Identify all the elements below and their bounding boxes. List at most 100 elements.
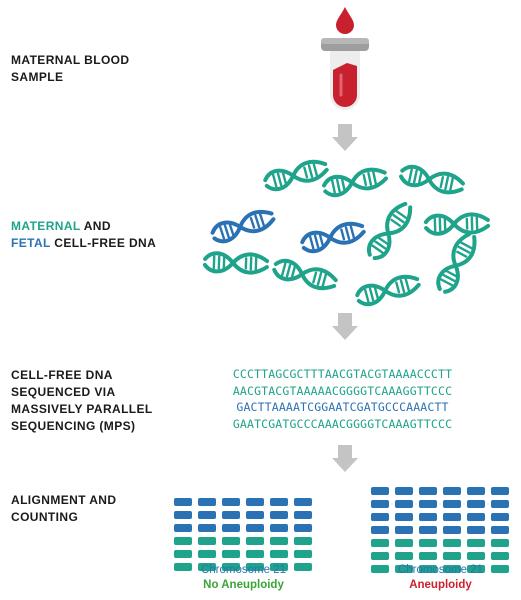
- read-block: [294, 550, 312, 558]
- read-block: [246, 537, 264, 545]
- read-block: [294, 537, 312, 545]
- read-block: [467, 565, 485, 573]
- sequence-line: GAATCGATGCCCAAACGGGGTCAAAGTTCCC: [232, 416, 453, 431]
- read-block: [246, 550, 264, 558]
- label-and: AND: [80, 219, 111, 233]
- sequence-line: GACTTAAAATCGGAATCGATGCCCAAACTT: [236, 400, 449, 415]
- label-cell-free-dna: MATERNAL AND FETAL CELL-FREE DNA: [11, 218, 156, 252]
- sequence-line: CCCTTAGCGCTTTAACGTACGTAAAACCCTT: [232, 367, 453, 381]
- read-block: [371, 539, 389, 547]
- sequence-block: CCCTTAGCGCTTTAACGTACGTAAAACCCTT AACGTACG…: [170, 366, 515, 432]
- read-block: [222, 524, 240, 532]
- label-line: MATERNAL AND: [11, 218, 156, 235]
- read-block: [419, 487, 437, 495]
- dna-helix-icon: [320, 164, 390, 200]
- read-block: [419, 565, 437, 573]
- read-block: [371, 552, 389, 560]
- dna-helix-icon: [261, 156, 331, 194]
- read-block: [246, 524, 264, 532]
- label-maternal-blood-sample: MATERNAL BLOOD SAMPLE: [11, 52, 129, 86]
- read-block: [270, 563, 288, 571]
- read-block: [246, 563, 264, 571]
- down-arrow-icon: [332, 124, 358, 151]
- read-block: [395, 539, 413, 547]
- label-line: SEQUENCING (MPS): [11, 419, 136, 433]
- read-block: [294, 563, 312, 571]
- read-block: [467, 487, 485, 495]
- status-label: Aneuploidy: [409, 579, 472, 591]
- label-maternal: MATERNAL: [11, 219, 81, 233]
- read-block: [222, 498, 240, 506]
- read-block: [222, 563, 240, 571]
- read-block: [174, 524, 192, 532]
- label-alignment-counting: ALIGNMENT AND COUNTING: [11, 492, 116, 526]
- label-line: MATERNAL BLOOD: [11, 53, 130, 67]
- dna-helix-icon: [426, 214, 489, 234]
- label-line: COUNTING: [11, 510, 79, 524]
- read-count-grid-right: [371, 487, 509, 573]
- result-right: Chromosome 21 Aneuploidy: [371, 563, 510, 593]
- read-block: [198, 498, 216, 506]
- down-arrow-icon: [332, 313, 358, 340]
- dna-helix-icon: [434, 231, 479, 294]
- read-block: [419, 552, 437, 560]
- read-block: [443, 513, 461, 521]
- read-block: [467, 552, 485, 560]
- read-block: [467, 539, 485, 547]
- read-block: [491, 513, 509, 521]
- read-block: [467, 526, 485, 534]
- dna-helix-icon: [362, 198, 418, 264]
- dna-helix-icon: [397, 162, 467, 198]
- read-block: [491, 500, 509, 508]
- label-line: SEQUENCED VIA: [11, 385, 116, 399]
- read-block: [174, 537, 192, 545]
- read-block: [174, 511, 192, 519]
- read-block: [371, 487, 389, 495]
- label-cell-free-dna-text: CELL-FREE DNA: [50, 236, 157, 250]
- sequence-line: AACGTACGTAAAAACGGGGTCAAAGGTTCCC: [232, 383, 453, 398]
- read-block: [443, 500, 461, 508]
- read-block: [491, 565, 509, 573]
- read-block: [270, 550, 288, 558]
- read-block: [294, 498, 312, 506]
- read-block: [222, 550, 240, 558]
- read-block: [294, 511, 312, 519]
- read-block: [294, 524, 312, 532]
- read-block: [198, 550, 216, 558]
- read-block: [443, 565, 461, 573]
- read-block: [443, 539, 461, 547]
- read-block: [270, 537, 288, 545]
- read-block: [222, 537, 240, 545]
- dna-helix-icon: [270, 256, 340, 294]
- test-tube-icon: [321, 38, 369, 110]
- label-line: SAMPLE: [11, 70, 64, 84]
- read-block: [198, 511, 216, 519]
- read-block: [174, 563, 192, 571]
- read-block: [491, 487, 509, 495]
- read-block: [174, 550, 192, 558]
- read-block: [419, 500, 437, 508]
- dna-helix-icon: [298, 218, 368, 256]
- read-block: [491, 552, 509, 560]
- read-block: [443, 487, 461, 495]
- read-block: [443, 552, 461, 560]
- down-arrow-icon: [332, 445, 358, 472]
- read-block: [270, 511, 288, 519]
- label-line: CELL-FREE DNA: [11, 368, 113, 382]
- label-fetal: FETAL: [11, 236, 51, 250]
- result-left: Chromosome 21 No Aneuploidy: [174, 563, 313, 593]
- read-block: [371, 500, 389, 508]
- read-block: [467, 513, 485, 521]
- read-block: [395, 487, 413, 495]
- read-block: [395, 526, 413, 534]
- label-line: ALIGNMENT AND: [11, 493, 117, 507]
- read-block: [222, 511, 240, 519]
- read-block: [443, 526, 461, 534]
- read-block: [371, 526, 389, 534]
- read-block: [395, 552, 413, 560]
- read-block: [491, 539, 509, 547]
- chromosome-label: Chromosome 21: [200, 564, 286, 576]
- read-block: [246, 498, 264, 506]
- read-block: [395, 513, 413, 521]
